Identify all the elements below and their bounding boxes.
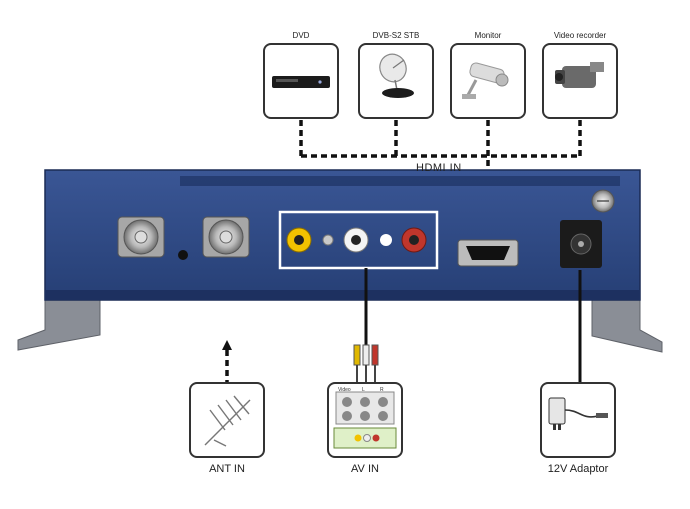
label-ant-in: ANT IN [209,463,245,475]
av-cable-icon [353,268,379,382]
dvd-player-icon [272,76,330,88]
label-monitor: Monitor [474,31,502,40]
label-hdmi-in: HDMI IN [416,162,462,174]
av-panel-left-label: L [362,387,365,393]
ground-screw [591,189,615,213]
rca-audio-left-jack [343,227,369,253]
device-box-av-in: Video L R [327,382,403,458]
ant-in-connector [202,216,250,258]
av-panel-right-label: R [380,387,384,393]
device-box-12v-adaptor [540,382,616,458]
indicator-hole [178,250,188,260]
device-box-dvd [263,43,339,119]
ant-in-connector-line [222,340,232,383]
label-12v-adaptor: 12V Adaptor [547,463,609,475]
satellite-dish-icon [379,53,414,98]
label-video-recorder: Video recorder [553,31,607,40]
dc-power-jack [560,220,602,268]
av-panel-icon [333,391,397,449]
hdmi-port [457,239,519,267]
panel-screw [322,234,334,246]
receiver-back-panel [17,169,663,353]
av-jack-panel [278,210,439,270]
label-dvb-s2-stb: DVB-S2 STB [372,31,420,40]
antenna-icon [204,395,251,447]
label-dvd: DVD [292,31,310,40]
security-camera-icon [462,62,509,99]
panel-led [380,234,392,246]
label-av-in: AV IN [351,463,379,475]
device-box-video-recorder [542,43,618,119]
device-box-ant-in [189,382,265,458]
device-box-dvb-s2-stb [358,43,434,119]
rca-audio-right-jack [401,227,427,253]
av-panel-video-label: Video [338,387,351,393]
rca-video-jack [286,227,312,253]
rf-out-connector [117,216,165,258]
power-adapter-icon [548,397,608,430]
device-box-monitor [450,43,526,119]
camcorder-icon [555,62,604,88]
